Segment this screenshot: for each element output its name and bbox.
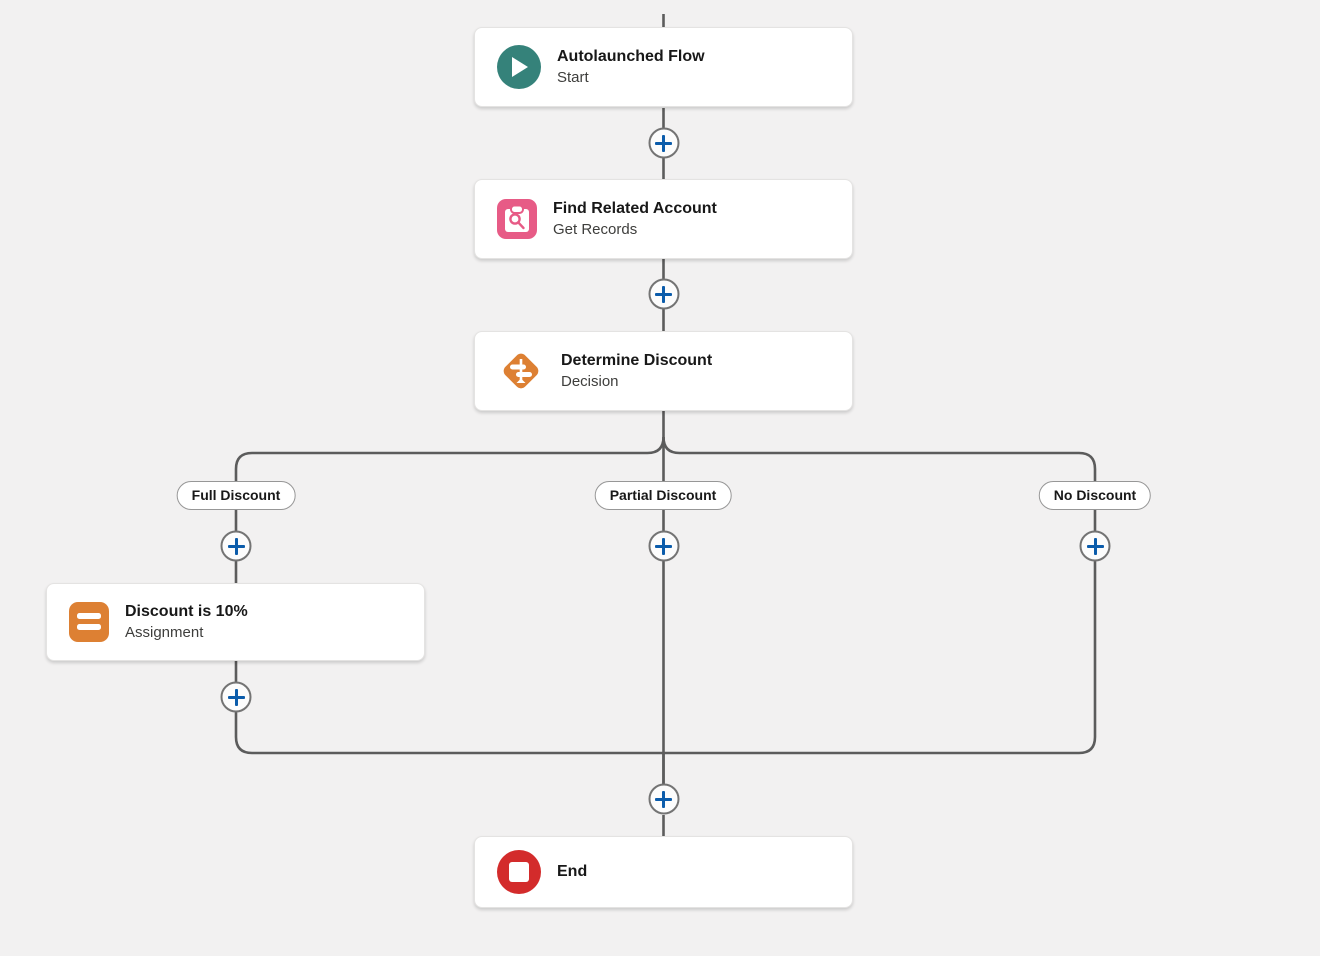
node-title: Autolaunched Flow xyxy=(557,48,705,65)
node-title: Find Related Account xyxy=(553,200,717,217)
branch-label-no-discount: No Discount xyxy=(1038,481,1152,510)
node-title: Determine Discount xyxy=(561,352,713,369)
flow-node-assignment[interactable]: Discount is 10% Assignment xyxy=(46,583,425,661)
flow-node-decision[interactable]: Determine Discount Decision xyxy=(474,331,853,411)
node-subtitle: Get Records xyxy=(553,221,638,238)
decision-icon xyxy=(497,347,545,395)
node-subtitle: Decision xyxy=(561,373,619,390)
add-element-button[interactable] xyxy=(648,530,679,562)
add-element-button[interactable] xyxy=(648,278,679,310)
stop-icon xyxy=(497,850,541,894)
add-element-button[interactable] xyxy=(1079,530,1111,562)
flow-node-start[interactable]: Autolaunched Flow Start xyxy=(474,27,853,107)
add-element-button[interactable] xyxy=(648,127,679,159)
record-lookup-icon xyxy=(497,199,537,239)
node-subtitle: Assignment xyxy=(125,624,204,641)
node-title: End xyxy=(557,863,588,880)
assignment-icon xyxy=(69,602,109,642)
node-subtitle: Start xyxy=(557,69,589,86)
add-element-button[interactable] xyxy=(220,681,252,713)
add-element-button[interactable] xyxy=(220,530,252,562)
flow-node-end[interactable]: End xyxy=(474,836,853,908)
add-element-button[interactable] xyxy=(648,783,679,815)
branch-label-full-discount: Full Discount xyxy=(176,481,296,510)
branch-label-partial-discount: Partial Discount xyxy=(594,481,732,510)
node-title: Discount is 10% xyxy=(125,603,248,620)
flow-node-get-records[interactable]: Find Related Account Get Records xyxy=(474,179,853,259)
play-icon xyxy=(497,45,541,89)
